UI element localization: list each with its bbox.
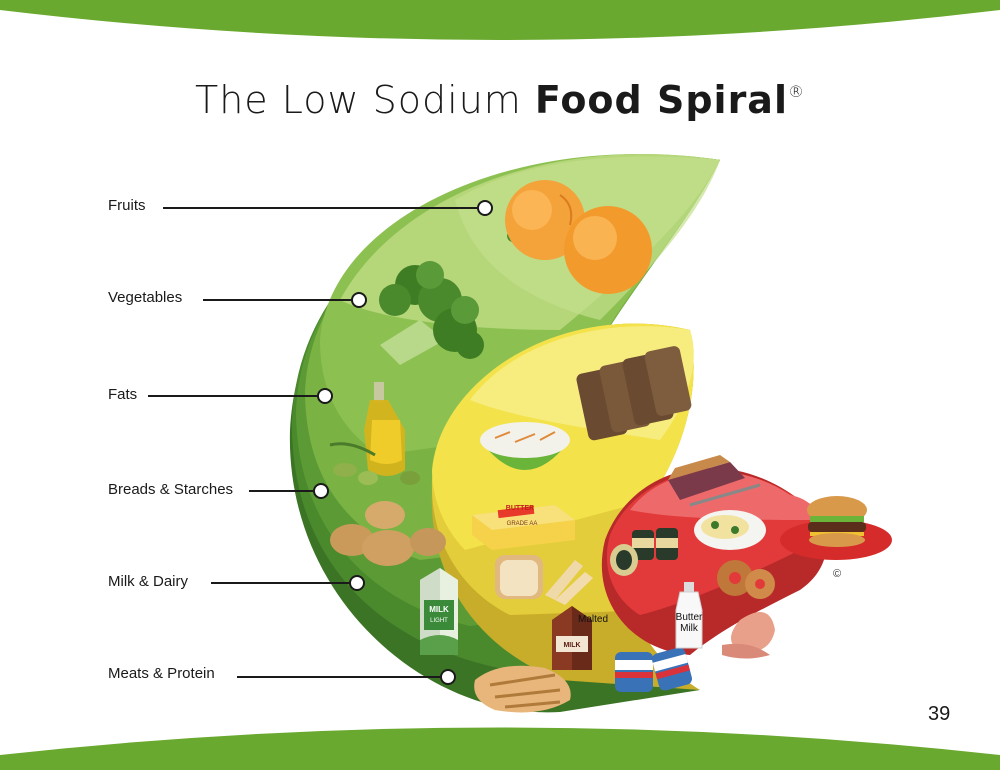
peach-icon xyxy=(505,180,652,294)
pasta-dish-icon xyxy=(694,510,766,550)
marker-vegetables xyxy=(351,292,367,308)
label-milk-dairy: Milk & Dairy xyxy=(108,573,189,590)
marker-meats xyxy=(440,669,456,685)
marker-breads xyxy=(313,483,329,499)
marker-fats xyxy=(317,388,333,404)
burger-icon xyxy=(807,496,867,547)
page-title: The Low Sodium Food Spiral® xyxy=(0,78,1000,122)
milk-carton-icon xyxy=(420,568,458,655)
ham-icon xyxy=(722,612,775,659)
marker-fruits xyxy=(477,200,493,216)
tuna-can-icon xyxy=(615,647,692,692)
label-vegetables: Vegetables xyxy=(108,289,183,306)
page-number: 39 xyxy=(928,703,951,725)
bottom-band xyxy=(0,727,1000,770)
chicken-breast-icon xyxy=(474,665,571,713)
coleslaw-bowl-icon xyxy=(480,422,570,470)
potato-icon xyxy=(330,501,446,566)
malted-label: Malted xyxy=(577,614,608,625)
buttermilk-bottle-icon xyxy=(675,582,703,649)
label-meats-protein: Meats & Protein xyxy=(108,665,215,682)
buttermilk-label-line2: Milk xyxy=(680,623,698,634)
title-bold-text: Food Spiral xyxy=(534,78,788,122)
butter-box-label: BUTTER xyxy=(505,505,535,512)
rye-bread-icon xyxy=(576,346,692,441)
canned-goods-icon xyxy=(610,528,678,576)
broccoli-icon xyxy=(379,261,484,365)
chocolate-milk-label: MILK xyxy=(563,642,581,649)
olive-oil-icon xyxy=(329,382,420,485)
milk-carton-sub-label: LIGHT xyxy=(430,618,448,624)
marker-dairy xyxy=(349,575,365,591)
label-breads-starches: Breads & Starches xyxy=(108,481,234,498)
chocolate-milk-icon xyxy=(552,606,592,670)
top-band xyxy=(0,0,1000,40)
buttermilk-label-line1: Butter xyxy=(675,612,703,623)
white-bread-icon xyxy=(495,555,593,605)
title-light-text: The Low Sodium xyxy=(195,78,535,122)
label-fruits: Fruits xyxy=(108,197,146,214)
donut-icon xyxy=(717,560,775,599)
butter-grade-label: GRADE AA xyxy=(506,521,538,527)
milk-carton-label: MILK xyxy=(429,605,449,614)
label-fats: Fats xyxy=(108,386,138,403)
pie-slice-icon xyxy=(668,455,761,507)
registered-mark: ® xyxy=(787,82,805,101)
butter-stick-icon xyxy=(472,505,575,550)
copyright-mark: © xyxy=(833,568,842,580)
